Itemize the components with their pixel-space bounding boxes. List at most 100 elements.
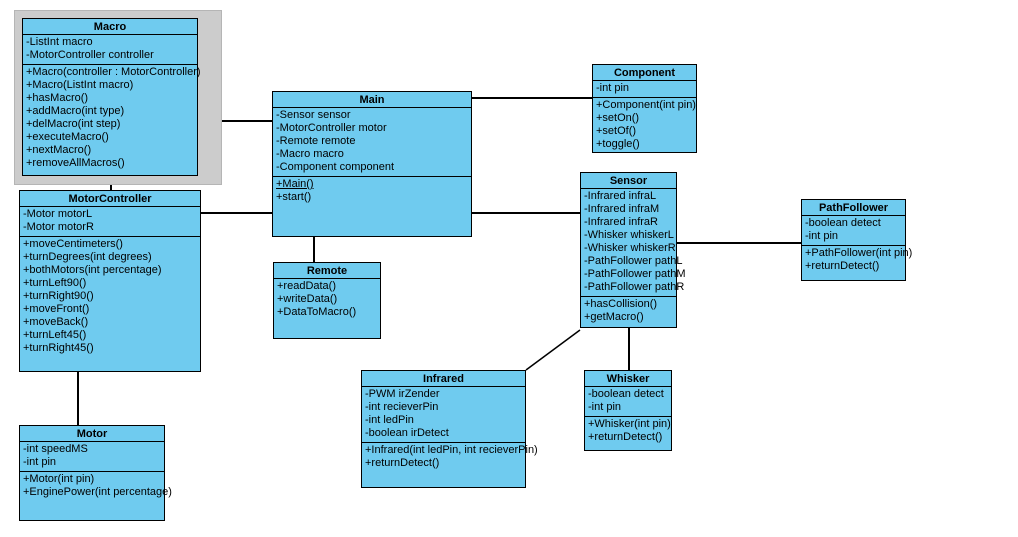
method-row: +turnRight45() [23,342,94,354]
methods-pathfollower: +PathFollower(int pin) +returnDetect() [802,246,912,275]
method-row: +moveCentimeters() [23,238,123,250]
class-title-pathfollower: PathFollower [802,200,905,216]
method-row: +setOn() [596,112,640,124]
attribute-row: -Whisker whiskerL [584,229,674,241]
methods-motor: +Motor(int pin) +EnginePower(int percent… [20,472,172,501]
method-row: +addMacro(int type) [26,105,125,117]
methods-remote: +readData() +writeData() +DataToMacro() [274,279,380,321]
method-row: +hasCollision() [584,298,658,310]
method-row: +moveBack() [23,316,89,328]
method-row: +Macro(controller : MotorController) [26,66,201,78]
class-title-infrared: Infrared [362,371,525,387]
method-row: +turnLeft90() [23,277,87,289]
class-box-pathfollower[interactable]: PathFollower -boolean detect -int pin +P… [801,199,912,281]
method-row: +Motor(int pin) [23,473,95,485]
method-row: +bothMotors(int percentage) [23,264,162,276]
attribute-row: -MotorController motor [276,122,387,134]
attribute-row: -MotorController controller [26,49,154,61]
class-box-remote[interactable]: Remote +readData() +writeData() +DataToM… [273,262,381,339]
class-title-macro: Macro [23,19,197,35]
attribute-row: -ListInt macro [26,36,93,48]
methods-macro: +Macro(controller : MotorController) +Ma… [23,65,201,172]
methods-infrared: +Infrared(int ledPin, int recieverPin) +… [362,443,538,472]
attribute-row: -Motor motorR [23,221,94,233]
methods-whisker: +Whisker(int pin) +returnDetect() [585,417,671,446]
attribute-row: -boolean irDetect [365,427,449,439]
methods-motorcontroller: +moveCentimeters() +turnDegrees(int degr… [20,237,200,357]
connector-main-remote [313,237,315,263]
attribute-row: -boolean detect [805,217,881,229]
attribute-row: -int speedMS [23,443,88,455]
method-row: +setOf() [596,125,637,137]
attributes-main: -Sensor sensor -MotorController motor -R… [273,108,471,177]
method-row: +turnDegrees(int degrees) [23,251,152,263]
class-title-main: Main [273,92,471,108]
class-box-macro[interactable]: Macro -ListInt macro -MotorController co… [22,18,201,176]
connector-main-component [472,97,593,99]
attribute-row: -PWM irZender [365,388,440,400]
attribute-row: -Sensor sensor [276,109,351,121]
attribute-row: -Macro macro [276,148,344,160]
method-row: +DataToMacro() [277,306,357,318]
class-box-infrared[interactable]: Infrared -PWM irZender -int recieverPin … [361,370,538,488]
connector-macro-main [198,120,274,122]
attributes-motor: -int speedMS -int pin [20,442,164,472]
method-row: +nextMacro() [26,144,92,156]
attribute-row: -boolean detect [588,388,664,400]
attributes-component: -int pin [593,81,696,98]
method-row: +start() [276,191,312,203]
attributes-motorcontroller: -Motor motorL -Motor motorR [20,207,200,237]
attribute-row: -PathFollower pathM [584,268,686,280]
attribute-row: -int pin [588,401,622,413]
attribute-row: -int pin [596,82,630,94]
method-row-static: +Main() [276,178,314,190]
class-box-motorcontroller[interactable]: MotorController -Motor motorL -Motor mot… [19,190,201,372]
attribute-row: -Whisker whiskerR [584,242,676,254]
method-row: +Infrared(int ledPin, int recieverPin) [365,444,538,456]
attribute-row: -int pin [23,456,57,468]
method-row: +Macro(ListInt macro) [26,79,134,91]
attribute-row: -Component component [276,161,395,173]
method-row: +returnDetect() [805,260,880,272]
attribute-row: -int ledPin [365,414,414,426]
attribute-row: -int pin [805,230,839,242]
method-row: +hasMacro() [26,92,89,104]
attribute-row: -int recieverPin [365,401,439,413]
class-title-component: Component [593,65,696,81]
class-box-motor[interactable]: Motor -int speedMS -int pin +Motor(int p… [19,425,172,521]
method-row: +moveFront() [23,303,90,315]
class-box-sensor[interactable]: Sensor -Infrared infraL -Infrared infraM… [580,172,686,328]
connector-sensor-pathfollower [677,242,802,244]
attribute-row: -PathFollower pathR [584,281,685,293]
connector-main-sensor [472,212,581,214]
methods-main: +Main() +start() [273,177,471,206]
connector-sensor-infrared [525,329,581,371]
class-box-main[interactable]: Main -Sensor sensor -MotorController mot… [272,91,472,237]
connector-sensor-whisker [628,328,630,371]
connector-motorcontroller-main [201,212,274,214]
methods-component: +Component(int pin) +setOn() +setOf() +t… [593,98,696,153]
class-box-component[interactable]: Component -int pin +Component(int pin) +… [592,64,697,153]
method-row: +returnDetect() [588,431,663,443]
method-row: +executeMacro() [26,131,109,143]
attribute-row: -Infrared infraL [584,190,657,202]
method-row: +Whisker(int pin) [588,418,671,430]
class-box-whisker[interactable]: Whisker -boolean detect -int pin +Whiske… [584,370,672,451]
attributes-pathfollower: -boolean detect -int pin [802,216,905,246]
attributes-whisker: -boolean detect -int pin [585,387,671,417]
method-row: +readData() [277,280,337,292]
attributes-infrared: -PWM irZender -int recieverPin -int ledP… [362,387,525,443]
attribute-row: -Infrared infraM [584,203,660,215]
class-title-remote: Remote [274,263,380,279]
connector-motorcontroller-motor [77,372,79,426]
method-row: +removeAllMacros() [26,157,125,169]
class-title-sensor: Sensor [581,173,676,189]
attributes-macro: -ListInt macro -MotorController controll… [23,35,197,65]
method-row: +returnDetect() [365,457,440,469]
method-row: +turnLeft45() [23,329,87,341]
attribute-row: -Infrared infraR [584,216,658,228]
method-row: +writeData() [277,293,338,305]
method-row: +getMacro() [584,311,644,323]
methods-sensor: +hasCollision() +getMacro() [581,297,676,326]
